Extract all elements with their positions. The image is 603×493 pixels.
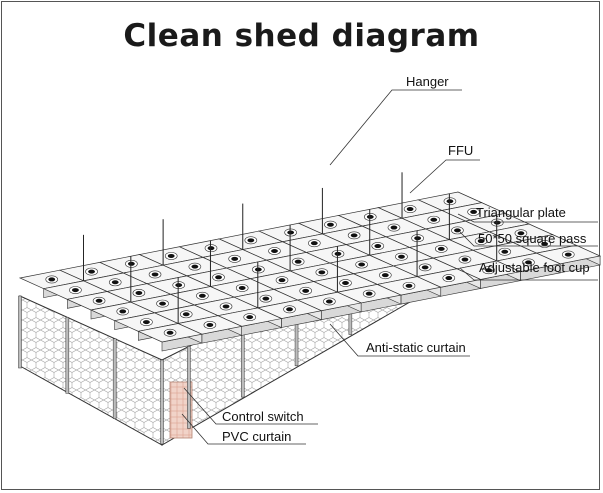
pvc-curtain: [169, 381, 193, 439]
ffu-unit: [177, 315, 243, 344]
support-post: [112, 338, 117, 419]
label-square-pass: 50*50 square pass: [478, 231, 587, 246]
ffu-unit: [376, 276, 442, 305]
label-ffu: FFU: [448, 143, 473, 158]
support-post: [160, 359, 164, 445]
ffu-unit: [495, 252, 562, 282]
ffu-unit: [535, 244, 602, 274]
label-anti-static-curtain: Anti-static curtain: [366, 340, 466, 355]
label-hanger: Hanger: [406, 74, 449, 89]
hanger-rods: [82, 172, 498, 324]
ffu-unit: [415, 268, 482, 297]
labels: Hanger FFU Triangular plate 50*50 square…: [222, 74, 590, 444]
label-foot-cup: Adjustable foot cup: [479, 260, 590, 275]
label-pvc-curtain: PVC curtain: [222, 429, 291, 444]
support-post: [18, 295, 22, 369]
ffu-unit: [137, 323, 203, 352]
label-triangular-plate: Triangular plate: [476, 205, 566, 220]
support-post: [65, 317, 70, 394]
ffu-unit: [216, 307, 283, 336]
support-post: [187, 346, 191, 429]
leader-lines: [181, 89, 598, 445]
ffu-unit: [256, 299, 323, 328]
diagram-title: Clean shed diagram: [123, 18, 480, 54]
ffu-unit: [336, 283, 403, 313]
ffu-unit: [296, 291, 363, 321]
label-control-switch: Control switch: [222, 409, 304, 424]
